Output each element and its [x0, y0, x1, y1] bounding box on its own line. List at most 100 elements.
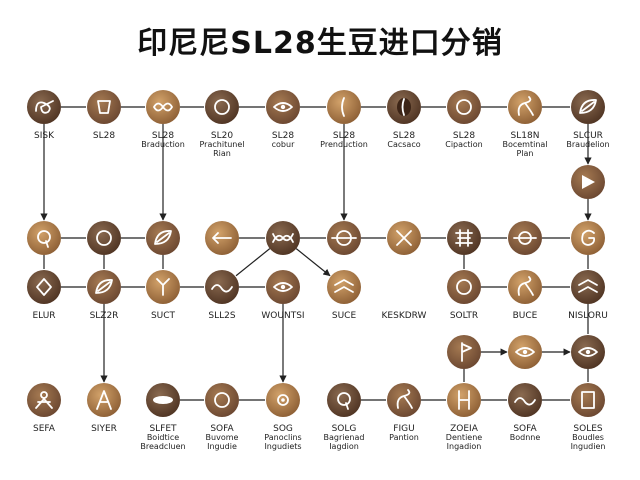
node-label-r6c7-1: Pantion — [389, 433, 419, 442]
node-label-r1c6-1: Prenduction — [320, 140, 368, 149]
bean-node-r3c10 — [571, 221, 605, 255]
node-label-r6c5-0: SOG — [273, 424, 293, 434]
node-r3c3 — [146, 221, 180, 255]
node-r4c4: SLL2S — [205, 270, 239, 321]
diamond-icon — [36, 278, 52, 296]
sprout-icon — [517, 96, 534, 116]
node-label-r1c10-0: SLCUR — [573, 131, 603, 141]
node-r5c9 — [508, 335, 542, 369]
g-icon — [581, 229, 596, 246]
node-label-r6c2-0: SIYER — [91, 424, 117, 434]
node-r4c1: ELUR — [27, 270, 61, 321]
flag-icon — [461, 342, 472, 362]
node-label-r1c9-1: Bocemtinal — [502, 140, 547, 149]
node-label-r6c6-1: Bagrienad — [324, 433, 365, 442]
node-label-r1c8-0: SL28 — [453, 131, 475, 141]
bean-node-r4c4 — [205, 270, 239, 304]
bean-node-r4c8 — [447, 270, 481, 304]
connector-lines — [40, 106, 592, 401]
bean-node-r4c9 — [508, 270, 542, 304]
node-r4c3: SUCT — [146, 270, 180, 321]
node-label-r4c4-0: SLL2S — [208, 311, 235, 321]
square-icon — [581, 391, 595, 409]
node-r5c8 — [447, 335, 481, 369]
node-r3c1 — [27, 221, 61, 255]
node-r3c10 — [571, 221, 605, 255]
node-label-r4c9-0: BUCE — [513, 311, 538, 321]
node-r4c9: BUCE — [508, 270, 542, 321]
q-icon — [37, 230, 51, 248]
node-r3c2 — [87, 221, 121, 255]
node-label-r6c5-2: Ingudiets — [264, 442, 301, 451]
leaf-icon — [579, 99, 597, 114]
node-label-r4c1-0: ELUR — [32, 311, 55, 321]
infinity-icon — [153, 102, 173, 112]
node-label-r1c10-1: Braudelion — [566, 140, 609, 149]
node-r1c2: SL28 — [87, 90, 121, 141]
bean-node-r3c2 — [87, 221, 121, 255]
node-label-r6c1-0: SEFA — [33, 424, 56, 434]
chevrons-icon — [334, 279, 354, 293]
eye-icon — [578, 347, 598, 357]
node-label-r1c8-1: Cipaction — [445, 140, 483, 149]
wave-icon — [514, 397, 536, 406]
node-label-r4c3-0: SUCT — [151, 311, 176, 321]
node-label-r1c3-0: SL28 — [152, 131, 174, 141]
ring-icon — [96, 230, 112, 246]
dot-icon — [277, 394, 289, 406]
bean-node-r4c1 — [27, 270, 61, 304]
node-label-r6c8-1: Dentiene — [446, 433, 483, 442]
weave-icon — [272, 233, 294, 243]
node-r3c8 — [447, 221, 481, 255]
node-r6c1: SEFA — [27, 383, 61, 434]
leaf-icon — [95, 279, 113, 294]
connector-r3c5-r4c6 — [295, 248, 331, 277]
fork-icon — [156, 278, 170, 296]
bean-node-r6c7 — [387, 383, 421, 417]
node-label-r1c7-1: Cacsaco — [387, 140, 420, 149]
ring-icon — [214, 392, 230, 408]
node-r3c5 — [266, 221, 300, 255]
bean-node-r6c9 — [508, 383, 542, 417]
node-r4c8: SOLTR — [447, 270, 481, 321]
node-r3c9 — [508, 221, 542, 255]
node-r6c2: SIYER — [87, 383, 121, 434]
bean-node-r6c2 — [87, 383, 121, 417]
node-label-r6c10-0: SOLES — [573, 424, 602, 434]
node-label-r4c7-0: KESKDRW — [382, 311, 427, 321]
arrow-left-icon — [212, 232, 232, 244]
node-label-r1c3-1: Braduction — [141, 140, 185, 149]
bean-node-r6c10 — [571, 383, 605, 417]
eye-icon — [273, 102, 293, 112]
node-label-r6c3-2: Breadcluen — [140, 442, 185, 451]
node-label-r1c5-0: SL28 — [272, 131, 294, 141]
bean-node-r6c6 — [327, 383, 361, 417]
node-label-r1c1-0: SISK — [34, 131, 55, 141]
node-label-r6c4-1: Buvome — [206, 433, 239, 442]
node-r4c7: KESKDRW — [382, 311, 427, 321]
node-label-r6c6-2: Iagdion — [329, 442, 359, 451]
node-label-r1c6-0: SL28 — [333, 131, 355, 141]
node-r4c5: WOUNTSI — [261, 270, 305, 321]
bean-node-r1c9 — [508, 90, 542, 124]
node-r5c10 — [571, 335, 605, 369]
node-label-r1c5-1: cobur — [272, 140, 295, 149]
node-label-r4c5-0: WOUNTSI — [261, 311, 304, 321]
node-label-r6c9-0: SOFA — [513, 424, 537, 434]
node-r2c10 — [571, 165, 605, 199]
node-label-r6c4-2: Ingudie — [207, 442, 237, 451]
node-label-r6c10-2: Ingudien — [571, 442, 606, 451]
connector-r3c5-r4c4 — [235, 248, 271, 277]
chevrons-icon — [578, 279, 598, 293]
bean-node-r1c1 — [27, 90, 61, 124]
node-label-r4c2-0: SLZ2R — [90, 311, 119, 321]
node-label-r6c3-0: SLFET — [149, 424, 177, 434]
